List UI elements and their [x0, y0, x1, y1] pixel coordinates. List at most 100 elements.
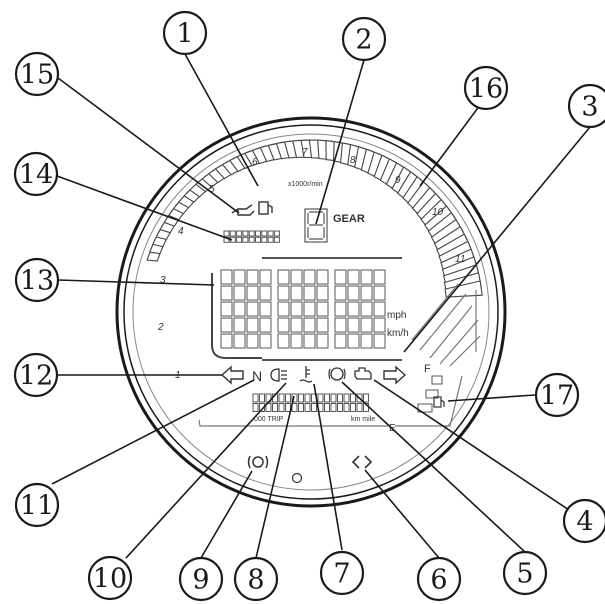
- speed-segment: [360, 333, 373, 349]
- kmh-label: km/h: [387, 328, 409, 339]
- odometer-segment: [304, 393, 311, 403]
- speed-segment: [246, 333, 259, 349]
- svg-text:8: 8: [247, 565, 264, 596]
- brake-warning-icon: [247, 455, 269, 469]
- speed-segment: [334, 317, 347, 333]
- speed-segment: [373, 317, 386, 333]
- odometer-segment: [324, 403, 330, 412]
- speed-segment: [259, 301, 272, 317]
- svg-text:13: 13: [20, 266, 54, 297]
- tachometer-number: 7: [302, 147, 308, 158]
- clock-segment: [236, 236, 243, 243]
- callout-16: 16: [463, 65, 509, 111]
- high-beam-icon: [270, 368, 287, 382]
- clock-segment: [255, 230, 261, 237]
- speed-segment: [360, 285, 373, 301]
- svg-text:5: 5: [516, 559, 533, 590]
- tachometer-number: 4: [178, 226, 184, 237]
- tachometer-number: 2: [157, 322, 164, 333]
- mph-label: mph: [387, 310, 406, 321]
- odometer-segment: [337, 393, 343, 403]
- speed-segment: [303, 301, 316, 317]
- fuel-pump-icon: [258, 201, 273, 215]
- odometer-segment: [343, 393, 350, 403]
- callout-11: 11: [14, 482, 60, 528]
- svg-text:12: 12: [19, 361, 53, 392]
- clock-segment: [236, 230, 243, 237]
- clock-segment: [229, 230, 236, 237]
- tachometer-number: 8: [350, 155, 356, 166]
- odometer-segment: [324, 393, 330, 403]
- speed-digit-display: [220, 269, 386, 349]
- speed-segment: [259, 333, 272, 349]
- odometer-segment: [285, 403, 291, 412]
- speed-segment: [220, 285, 233, 301]
- clock-segment: [248, 230, 255, 237]
- tachometer-number: 9: [395, 175, 401, 186]
- trip-label: 000 TRIP: [254, 416, 284, 423]
- tachometer-tick: [444, 280, 483, 298]
- odometer-segment: [350, 403, 356, 412]
- speed-segment: [277, 269, 290, 285]
- speed-segment: [347, 317, 360, 333]
- odometer-segment: [363, 393, 369, 403]
- odometer-segment: [337, 403, 343, 412]
- tachometer-number: 10: [432, 207, 444, 218]
- right-turn-signal-icon: [383, 365, 407, 385]
- speed-segment: [246, 285, 259, 301]
- gear-label: GEAR: [333, 213, 365, 225]
- clock-segment: [261, 236, 268, 243]
- speed-segment: [290, 317, 303, 333]
- svg-text:2: 2: [355, 25, 372, 56]
- odometer-segment: [330, 393, 337, 403]
- speed-segment: [233, 301, 246, 317]
- tachometer-number: 11: [455, 254, 465, 265]
- callout-12: 12: [13, 352, 59, 398]
- speed-segment: [347, 285, 360, 301]
- adjust-button-hole: [291, 472, 303, 484]
- speed-segment: [373, 333, 386, 349]
- clock-segment: [273, 230, 280, 237]
- speed-segment: [290, 285, 303, 301]
- odometer-segment: [356, 403, 363, 412]
- fuel-gauge: [395, 375, 463, 427]
- speed-segment: [334, 269, 347, 285]
- callout-7: 7: [319, 550, 365, 596]
- callout-13: 13: [14, 257, 60, 303]
- speed-segment: [360, 301, 373, 317]
- odometer-units-label: km mile: [351, 416, 375, 423]
- left-turn-signal-icon: [220, 365, 244, 385]
- clock-segment: [273, 236, 280, 243]
- speed-segment: [316, 269, 329, 285]
- callout-2: 2: [341, 16, 387, 62]
- speed-segment: [233, 317, 246, 333]
- coolant-temperature-icon: [299, 366, 313, 383]
- speed-segment: [290, 301, 303, 317]
- odometer-segment: [291, 393, 298, 403]
- tachometer-number: 5: [209, 184, 215, 195]
- svg-text:17: 17: [540, 381, 574, 412]
- speed-segment: [233, 269, 246, 285]
- clock-segment: [223, 230, 230, 237]
- speed-segment: [233, 285, 246, 301]
- clock-segment: [261, 230, 268, 237]
- leader-lines: [51, 53, 591, 559]
- odometer-segment: [330, 403, 337, 412]
- svg-text:14: 14: [19, 160, 53, 191]
- callout-10: 10: [87, 555, 133, 601]
- callout-5: 5: [502, 550, 548, 596]
- engine-check-icon: [354, 367, 372, 380]
- svg-text:15: 15: [20, 60, 54, 91]
- callout-14: 14: [13, 151, 59, 197]
- svg-text:10: 10: [93, 564, 127, 595]
- odometer-display: [252, 393, 369, 412]
- abs-warning-icon: [328, 367, 346, 381]
- svg-text:3: 3: [581, 92, 598, 123]
- odometer-segment: [304, 403, 311, 412]
- speed-segment: [220, 333, 233, 349]
- gear-digit-display: [304, 208, 328, 243]
- callout-9: 9: [178, 556, 224, 602]
- odometer-segment: [265, 403, 272, 412]
- speed-segment: [347, 269, 360, 285]
- speed-segment: [347, 301, 360, 317]
